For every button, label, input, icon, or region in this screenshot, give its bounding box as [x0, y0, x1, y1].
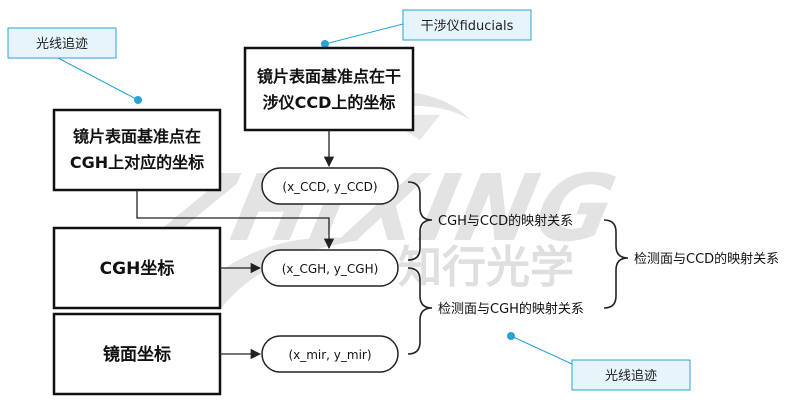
mapping-cgh-ccd: CGH与CCD的映射关系: [438, 213, 573, 229]
mapping-surface-cgh: 检测面与CGH的映射关系: [438, 301, 584, 317]
callout-ray-tracing-bottom-label: 光线追迹: [605, 368, 657, 384]
callout-ray-tracing-top-label: 光线追迹: [36, 36, 88, 52]
box-ccd-fiducial-line1: 镜片表面基准点在干: [257, 67, 401, 86]
brace-surface-ccd: [603, 219, 629, 309]
box-mirror-coords-label: 镜面坐标: [103, 344, 171, 365]
box-cgh-fiducial-line2: CGH上对应的坐标: [70, 153, 204, 172]
brace-cgh-ccd: [407, 181, 433, 261]
watermark-cjk: 知行光学: [398, 242, 574, 293]
box-cgh-fiducial: 镜片表面基准点在 CGH上对应的坐标: [52, 108, 222, 192]
pill-ccd: (x_CCD, y_CCD): [261, 167, 399, 205]
callout-dot: [507, 332, 515, 340]
callout-dot: [134, 96, 142, 104]
mapping-surface-ccd: 检测面与CCD的映射关系: [634, 251, 779, 267]
callout-interferometer-fiducials: 干涉仪fiducials: [321, 9, 532, 48]
box-cgh-fiducial-line1: 镜片表面基准点在: [73, 127, 201, 146]
pill-cgh: (x_CGH, y_CGH): [261, 249, 399, 287]
connectors: [136, 130, 335, 360]
callout-dot: [321, 40, 329, 48]
arrow-cgh-fiducial-to-cgh: [136, 190, 335, 250]
callout-ray-tracing-bottom: 光线追迹: [507, 332, 691, 391]
box-ccd-fiducial-line2: 涉仪CCD上的坐标: [263, 93, 396, 112]
box-mirror-coords: 镜面坐标: [52, 312, 222, 396]
callout-ray-tracing-top: 光线追迹: [7, 27, 142, 104]
braces: [407, 181, 629, 355]
callout-interferometer-fiducials-label: 干涉仪fiducials: [421, 19, 514, 34]
pill-cgh-label: (x_CGH, y_CGH): [282, 262, 379, 276]
pill-mir-label: (x_mir, y_mir): [288, 348, 371, 362]
box-cgh-coords-label: CGH坐标: [100, 258, 175, 279]
box-cgh-coords: CGH坐标: [52, 226, 222, 310]
brace-surface-cgh: [407, 267, 433, 355]
box-ccd-fiducial: 镜片表面基准点在干 涉仪CCD上的坐标: [243, 46, 415, 132]
pill-mir: (x_mir, y_mir): [261, 335, 399, 373]
pill-ccd-label: (x_CCD, y_CCD): [282, 180, 377, 194]
